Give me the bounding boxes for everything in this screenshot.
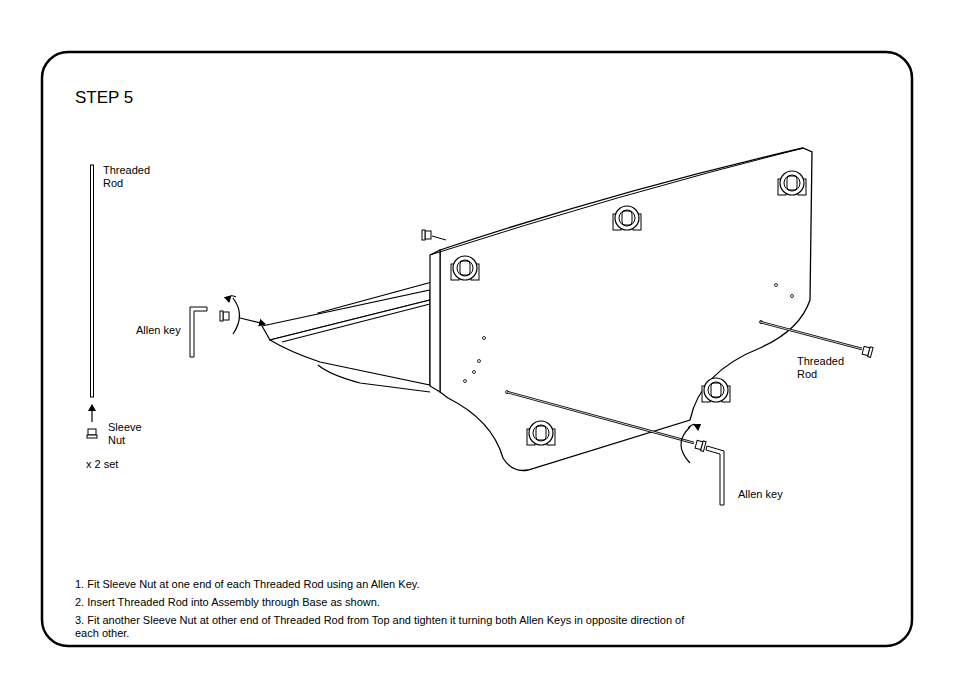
- sleeve-nut: [422, 230, 446, 240]
- allen-key: [190, 296, 265, 357]
- instruction-step: 3. Fit another Sleeve Nut at other end o…: [75, 614, 689, 640]
- part-name: Threaded Rod: [797, 355, 852, 381]
- threaded-rod: [507, 392, 724, 505]
- part-name: Sleeve Nut: [108, 421, 148, 447]
- quantity-note: x 2 set: [86, 458, 146, 471]
- threaded-rod: [760, 322, 873, 357]
- instruction-step: 1. Fit Sleeve Nut at one end of each Thr…: [75, 578, 775, 591]
- tool-name: Allen key: [738, 488, 808, 501]
- tool-name: Allen key: [136, 324, 196, 337]
- frame-rails: [262, 282, 432, 392]
- instruction-step: 2. Insert Threaded Rod into Assembly thr…: [75, 596, 775, 609]
- threaded-rod-part: [87, 165, 97, 438]
- part-name: Threaded Rod: [103, 164, 163, 190]
- step-title: STEP 5: [75, 88, 133, 108]
- frame: [42, 52, 912, 646]
- base-panel: [430, 148, 812, 471]
